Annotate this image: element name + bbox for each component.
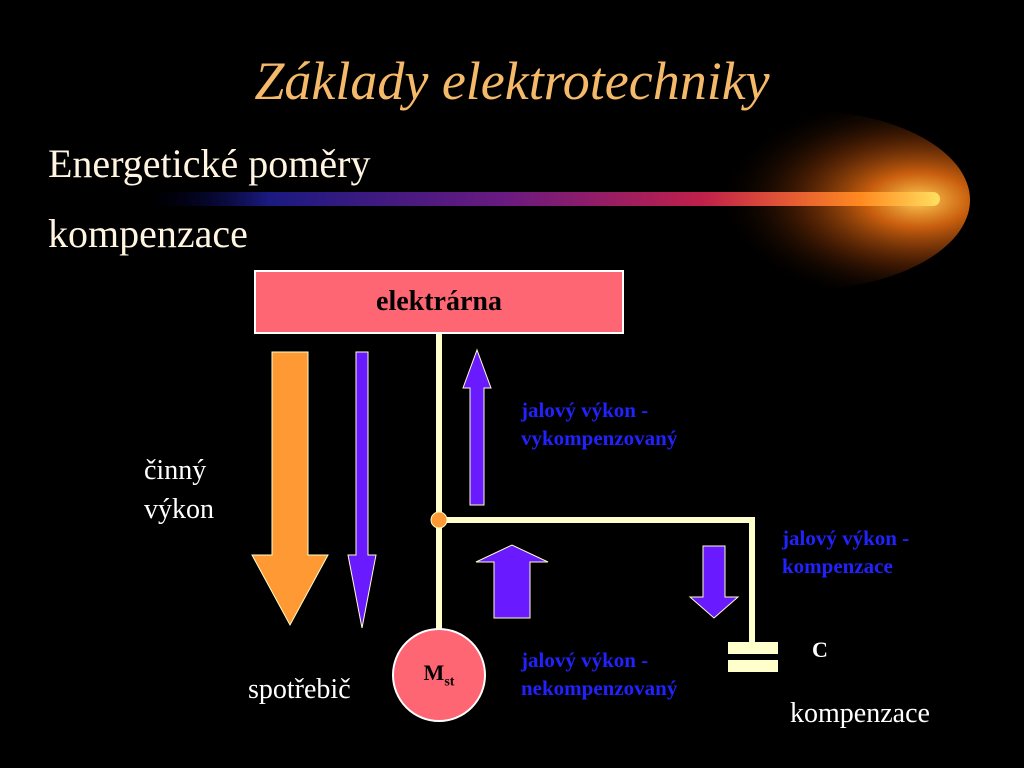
reactive-compensation-label-1: jalový výkon - — [782, 526, 910, 550]
reactive-uncompensated-arrow — [475, 544, 549, 619]
reactive-power-arrow-down — [347, 351, 377, 629]
slide-subtitle-2: kompenzace — [48, 211, 248, 256]
slide-subtitle: Energetické poměry — [48, 141, 371, 186]
active-power-label-2: výkon — [144, 494, 214, 525]
slide-title: Základy elektrotechniky — [254, 51, 770, 111]
reactive-compensated-label-2: vykompenzovaný — [521, 426, 678, 450]
active-power-label-1: činný — [144, 455, 207, 486]
power-plant-label: elektrárna — [376, 286, 502, 317]
active-power-arrow — [251, 351, 329, 627]
reactive-compensated-label-1: jalový výkon - — [521, 398, 649, 422]
reactive-uncompensated-label-1: jalový výkon - — [521, 648, 649, 672]
motor-node: Mst — [392, 628, 486, 722]
compensation-label: kompenzace — [790, 698, 930, 729]
reactive-compensated-arrow — [462, 348, 492, 506]
capacitor-plate-top — [728, 642, 778, 654]
reactive-compensation-arrow — [688, 545, 740, 619]
consumer-label: spotřebič — [248, 674, 351, 705]
reactive-uncompensated-label-2: nekompenzovaný — [521, 676, 678, 700]
capacitor-label: C — [812, 637, 828, 662]
capacitor-plate-bottom — [728, 660, 778, 672]
reactive-compensation-label-2: kompenzace — [782, 554, 893, 578]
power-plant-box: elektrárna — [254, 270, 624, 334]
junction-node — [430, 511, 448, 529]
motor-label: Mst — [423, 659, 455, 690]
